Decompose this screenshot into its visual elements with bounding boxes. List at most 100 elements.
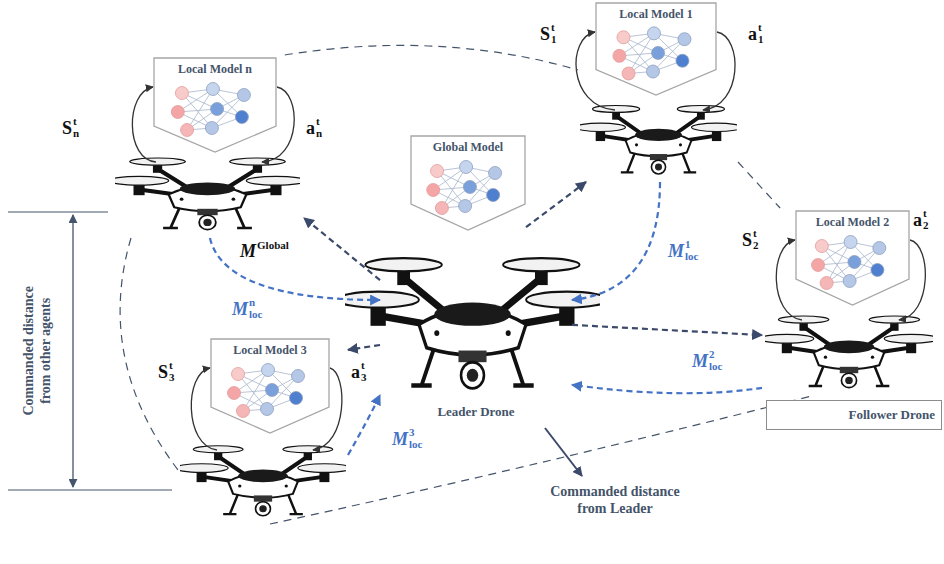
network-neuron [228,387,241,400]
subscript: 1 [758,34,764,46]
script-stack: t1 [551,22,557,45]
network-neuron [427,184,440,197]
model-box: Local Model 3 [178,336,348,524]
script-stack: nloc [249,297,262,320]
follower-drone [760,316,938,388]
model-box: Global Model [410,135,526,231]
network-icon [613,27,691,80]
superscript: t [551,22,557,34]
superscript: Global [257,240,289,252]
model-label-wrap: Local Model n [153,62,277,76]
network-neuron [848,256,861,269]
follower-drone [109,158,305,230]
symbol-label: at3 [351,360,367,383]
symbol-base: M [692,352,708,370]
network-neuron [617,31,630,44]
symbol-label: MGlobal [240,240,289,263]
superscript: t [758,22,764,34]
subscript: loc [249,309,262,321]
symbol-base: a [351,363,360,381]
model-title: Local Model 2 [816,215,889,229]
subscript: loc [685,251,698,263]
network-neuron [622,67,635,80]
network-neuron [237,89,250,102]
subscript: 3 [169,372,175,384]
network-neuron [463,181,476,194]
network-neuron [652,46,665,59]
symbol-label: St1 [540,22,557,45]
network-icon [228,364,305,418]
subscript: 2 [923,220,929,232]
network-icon [171,83,250,137]
model-title: Local Model n [178,62,252,76]
global-model-arrow [526,182,586,227]
network-neuron [175,87,188,100]
superscript: t [753,228,759,240]
pentagon-shape [411,136,525,230]
superscript: 2 [709,349,722,361]
network-neuron [266,384,279,397]
follower-drone [575,106,741,174]
leader-line [545,428,582,476]
network-neuron [435,202,448,215]
network-neuron [205,122,218,135]
network-neuron [647,27,660,40]
superscript: t [316,116,322,128]
symbol-label: Stn [62,116,79,139]
subscript: loc [709,361,722,373]
state-loop [132,87,156,162]
symbol-base: M [668,242,684,260]
pentagon-shape [154,58,276,152]
superscript: n [249,297,262,309]
network-neuron [871,264,884,277]
subscript: n [73,128,79,140]
network-neuron [487,189,500,202]
network-icon [427,161,502,215]
superscript: t [923,208,929,220]
script-stack: t2 [753,228,759,251]
subscript: loc [409,439,422,451]
leader-distance-label: Commanded distance from Leader [540,484,690,518]
subscript: 3 [361,372,367,384]
symbol-base: S [540,25,550,43]
symbol-base: M [240,242,256,260]
symbol-base: M [392,430,408,448]
symbol-base: S [742,231,752,249]
link-line [120,238,178,470]
script-stack: tn [73,116,79,139]
symbol-label: M2loc [692,349,722,372]
dimension-label: Commanded distance from other agents [21,271,55,431]
link-line [270,396,812,524]
local-model-arrow [210,238,380,300]
leader-drone: Leader Drone [380,236,572,422]
superscript: 3 [409,427,422,439]
network-neuron [489,167,502,180]
local-model-arrow [572,182,660,300]
network-neuron [431,165,444,178]
symbol-label: Mnloc [232,297,262,320]
subscript: 1 [551,34,557,46]
network-neuron [646,65,659,78]
model-label-wrap: Global Model [410,140,526,154]
symbol-base: S [158,363,168,381]
symbol-label: St3 [158,360,175,383]
script-stack: t3 [169,360,175,383]
dimension-arrow [72,215,73,487]
network-neuron [235,111,248,124]
network-neuron [211,103,224,116]
follower-drone [175,446,351,516]
symbol-base: a [748,25,757,43]
script-stack: 3loc [409,427,422,450]
network-neuron [873,242,886,255]
script-stack: tn [316,116,322,139]
local-model-arrow [572,385,762,393]
script-stack: 1loc [685,239,698,262]
network-neuron [262,364,275,377]
network-icon [812,236,886,290]
leader-title: Leader Drone [437,404,514,420]
global-model-arrow [304,218,380,280]
model-label-wrap: Local Model 2 [795,215,910,229]
subscript: n [316,128,322,140]
symbol-base: M [232,300,248,318]
